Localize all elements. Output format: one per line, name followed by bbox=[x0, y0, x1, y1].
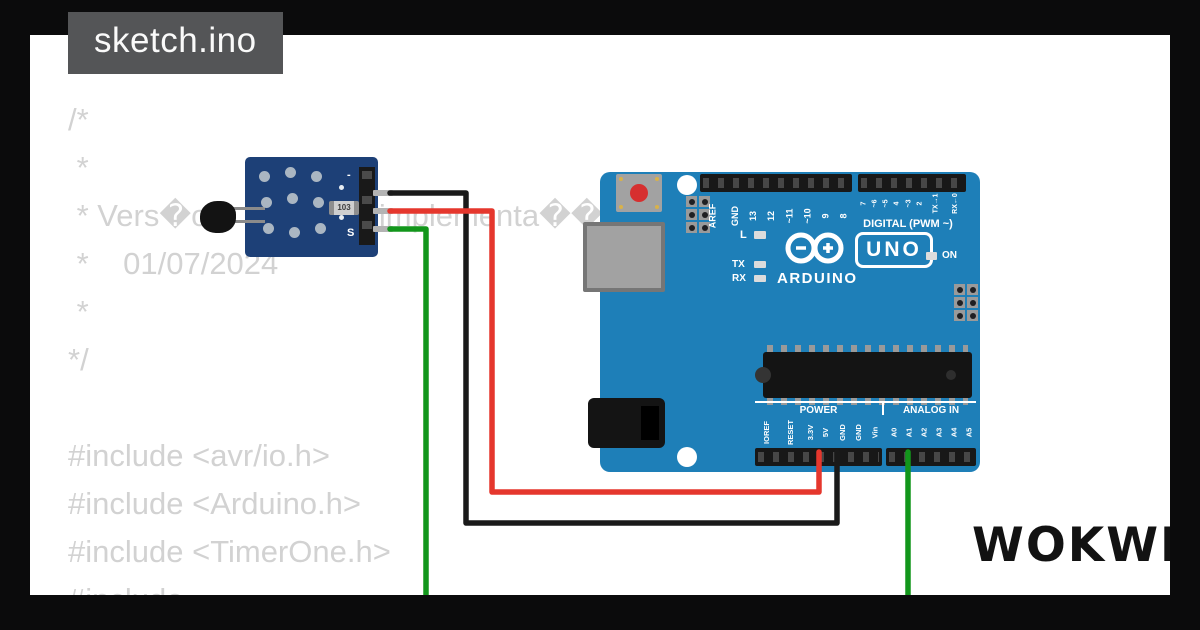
arduino-brand-label: ARDUINO bbox=[777, 270, 858, 287]
code-line: /* bbox=[68, 102, 89, 137]
uno-model-label: UNO bbox=[855, 232, 933, 268]
wokwi-logo[interactable]: WOKWI bbox=[972, 518, 1180, 573]
solder-pad bbox=[315, 223, 326, 234]
analog-section-label: ANALOG IN bbox=[902, 405, 960, 416]
via-dot bbox=[339, 215, 344, 220]
reset-pin-dot bbox=[655, 205, 659, 209]
solder-pad bbox=[313, 197, 324, 208]
mounting-hole bbox=[677, 447, 697, 467]
analog-pin-labels: A0 A1 A2 A3 A4 A5 bbox=[889, 427, 973, 437]
solder-pad bbox=[259, 171, 270, 182]
module-pin-signal[interactable] bbox=[373, 226, 393, 232]
solder-pad bbox=[289, 227, 300, 238]
smd-resistor: 103 bbox=[329, 201, 359, 215]
solder-pad bbox=[285, 167, 296, 178]
power-jack bbox=[588, 398, 665, 448]
reset-button-base bbox=[616, 174, 662, 212]
module-pin-header bbox=[359, 167, 375, 245]
reset-pin-dot bbox=[655, 177, 659, 181]
on-label: ON bbox=[942, 250, 957, 261]
module-minus-label: - bbox=[347, 169, 351, 181]
usb-connector bbox=[583, 222, 665, 292]
mounting-hole bbox=[677, 175, 697, 195]
rx-label: RX bbox=[732, 273, 746, 284]
digital-header-right[interactable] bbox=[858, 174, 966, 192]
led-tx bbox=[754, 261, 766, 268]
code-line: * bbox=[68, 150, 89, 185]
arduino-logo-icon bbox=[785, 232, 844, 264]
led-on bbox=[926, 252, 937, 260]
led-rx bbox=[754, 275, 766, 282]
module-signal-label: S bbox=[347, 227, 355, 239]
digital-header-left[interactable] bbox=[700, 174, 852, 192]
module-pin-vcc[interactable] bbox=[373, 208, 393, 214]
reset-pin-dot bbox=[619, 205, 623, 209]
solder-pad bbox=[287, 193, 298, 204]
arduino-uno-board[interactable]: AREF GND 13 12 ~11 ~10 9 8 7 ~6 ~5 4 ~3 … bbox=[583, 172, 980, 472]
frame-right bbox=[1170, 0, 1200, 630]
code-line: */ bbox=[68, 342, 89, 377]
power-pin-labels: IOREF RESET 3.3V 5V GND GND Vin bbox=[761, 419, 879, 445]
code-line: * bbox=[68, 294, 89, 329]
power-section-label: POWER bbox=[799, 405, 838, 416]
code-line: #include <TimerOne.h> bbox=[68, 534, 391, 569]
frame-bottom bbox=[0, 595, 1200, 630]
chip-legs bbox=[767, 345, 968, 352]
reset-pin-dot bbox=[619, 177, 623, 181]
thermistor-bead bbox=[200, 201, 236, 233]
solder-pad bbox=[311, 171, 322, 182]
thermistor-leg bbox=[233, 207, 265, 210]
module-pin-minus[interactable] bbox=[373, 190, 393, 196]
led-l-label: L bbox=[740, 229, 747, 241]
power-header[interactable] bbox=[755, 448, 882, 466]
led-l bbox=[754, 231, 766, 239]
silkscreen-line bbox=[755, 401, 976, 403]
code-line bbox=[68, 384, 620, 432]
thermistor-leg bbox=[233, 220, 265, 223]
solder-pad bbox=[263, 223, 274, 234]
icsp-header-main[interactable] bbox=[954, 284, 978, 321]
file-tab[interactable]: sketch.ino bbox=[68, 12, 283, 74]
sensor-module[interactable]: 103 - S bbox=[200, 157, 393, 257]
code-line: #include <Arduino.h> bbox=[68, 486, 362, 521]
silkscreen-divider bbox=[882, 401, 884, 415]
code-line: #include <avr/io.h> bbox=[68, 438, 330, 473]
tx-label: TX bbox=[732, 259, 745, 270]
digital-pwm-label: DIGITAL (PWM ~) bbox=[863, 218, 953, 230]
via-dot bbox=[339, 185, 344, 190]
frame-left bbox=[0, 0, 30, 630]
digital-pin-labels-right: 7 ~6 ~5 4 ~3 2 TX→1 RX←0 bbox=[860, 192, 960, 214]
analog-header[interactable] bbox=[886, 448, 976, 466]
solder-pad bbox=[261, 197, 272, 208]
reset-button[interactable] bbox=[630, 184, 648, 202]
atmega-chip[interactable] bbox=[755, 352, 972, 398]
